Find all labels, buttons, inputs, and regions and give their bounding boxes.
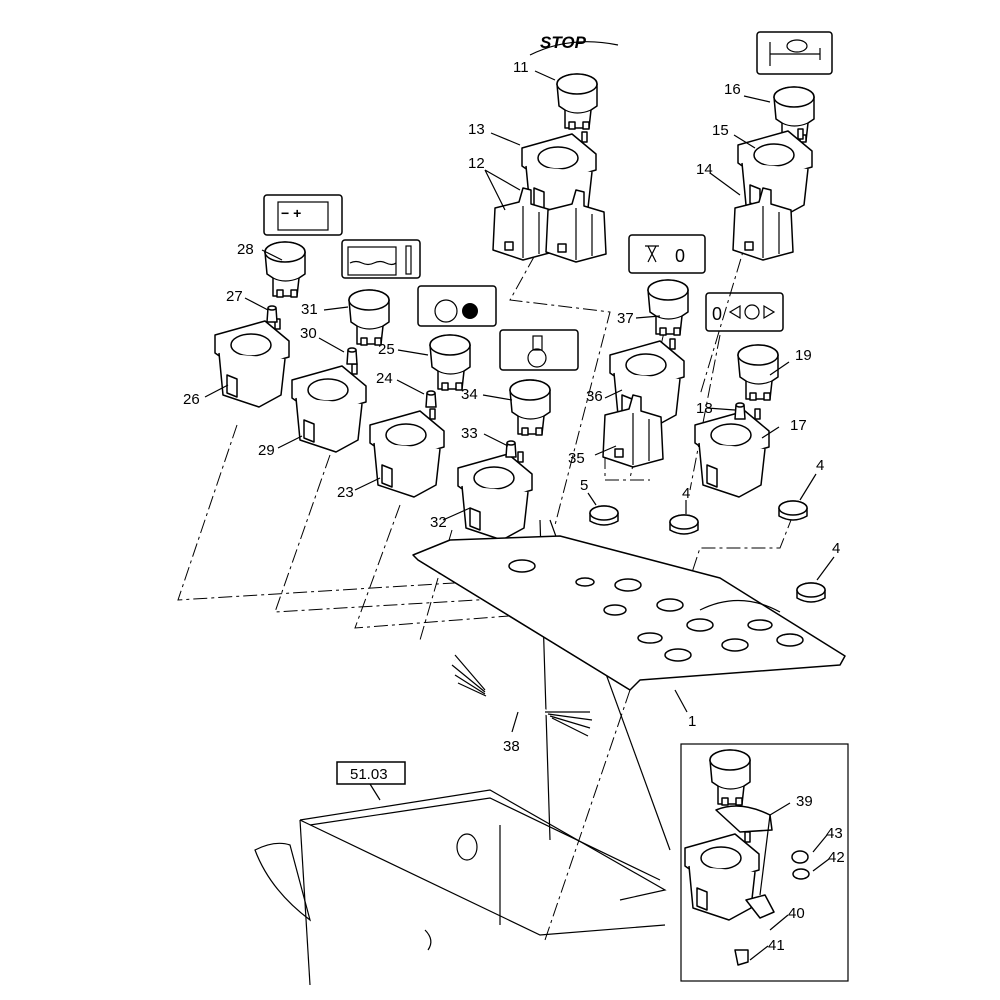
horn-icon [756, 31, 833, 75]
part-17-holder[interactable] [694, 408, 770, 498]
callout-29: 29 [258, 442, 275, 459]
axle-lock-label: 0 [675, 246, 685, 266]
callout-12: 12 [468, 155, 485, 172]
detail-inset [680, 743, 849, 982]
callout-31: 31 [301, 301, 318, 318]
callout-labels: 11 13 12 16 15 14 28 27 31 30 25 24 34 3… [183, 59, 845, 954]
callout-39: 39 [796, 793, 813, 810]
diff-lock-icon: 0 [705, 292, 784, 332]
callout-4-c: 4 [832, 540, 840, 557]
leader-lines [204, 70, 835, 961]
part-5-grommet[interactable] [589, 505, 619, 526]
callout-33: 33 [461, 425, 478, 442]
detail-cap [709, 749, 751, 806]
callout-5: 5 [580, 477, 588, 494]
callout-26: 26 [183, 391, 200, 408]
callout-1: 1 [688, 713, 696, 730]
callout-37: 37 [617, 310, 634, 327]
stop-label: STOP [540, 33, 587, 52]
callout-30: 30 [300, 325, 317, 342]
callout-40: 40 [788, 905, 805, 922]
part-1-panel-plate[interactable] [412, 535, 846, 691]
callout-18: 18 [696, 400, 713, 417]
part-25-cap[interactable] [429, 334, 471, 391]
part-32-holder[interactable] [457, 451, 533, 541]
part-11-stop-button[interactable] [556, 73, 598, 130]
callout-17: 17 [790, 417, 807, 434]
part-4-grommet-c[interactable] [796, 582, 826, 603]
part-27-bulb[interactable] [266, 305, 278, 323]
callout-35: 35 [568, 450, 585, 467]
callout-42: 42 [828, 849, 845, 866]
callout-4-a: 4 [682, 485, 690, 502]
callout-25: 25 [378, 341, 395, 358]
part-34-cap[interactable] [509, 379, 551, 436]
part-24-bulb[interactable] [425, 390, 437, 408]
diff-lock-label: 0 [712, 304, 722, 324]
callout-36: 36 [586, 388, 603, 405]
callout-28: 28 [237, 241, 254, 258]
callout-34: 34 [461, 386, 478, 403]
part-23-holder[interactable] [369, 408, 445, 498]
part-30-bulb[interactable] [346, 347, 358, 365]
part-19-cap[interactable] [737, 344, 779, 401]
detail-holder [684, 831, 760, 921]
part-31-cap[interactable] [348, 289, 390, 346]
part-33-bulb[interactable] [505, 440, 517, 458]
coolant-temp-icon [341, 239, 421, 279]
cabinet-base [254, 789, 667, 986]
stop-icon: STOP [529, 33, 619, 56]
callout-27: 27 [226, 288, 243, 305]
callout-11: 11 [513, 59, 529, 76]
part-29-holder[interactable] [291, 363, 367, 453]
callout-43: 43 [826, 825, 843, 842]
ref-label: 51.03 [350, 766, 388, 783]
callout-32: 32 [430, 514, 447, 531]
part-38-wiring-harness[interactable] [451, 654, 593, 737]
callout-13: 13 [468, 121, 485, 138]
part-4-grommet-b[interactable] [778, 500, 808, 521]
svg-text:− +: − + [281, 205, 301, 221]
part-26-holder[interactable] [214, 318, 290, 408]
engine-air-filter-icon [417, 285, 497, 327]
callout-4-b: 4 [816, 457, 824, 474]
part-4-grommet-a[interactable] [669, 514, 699, 535]
callout-38: 38 [503, 738, 520, 755]
callout-24: 24 [376, 370, 393, 387]
callout-19: 19 [795, 347, 812, 364]
axle-lock-icon: 0 [628, 234, 706, 274]
part-28-cap[interactable] [264, 241, 306, 298]
callout-41: 41 [768, 937, 785, 954]
callout-15: 15 [712, 122, 729, 139]
callout-16: 16 [724, 81, 741, 98]
ref-box-51-03[interactable]: 51.03 [336, 761, 406, 801]
callout-14: 14 [696, 161, 713, 178]
part-37-cap[interactable] [647, 279, 689, 336]
coolant-thermometer-icon [499, 329, 579, 371]
part-18-bulb[interactable] [734, 402, 746, 420]
battery-icon: − + [263, 194, 343, 236]
callout-23: 23 [337, 484, 354, 501]
